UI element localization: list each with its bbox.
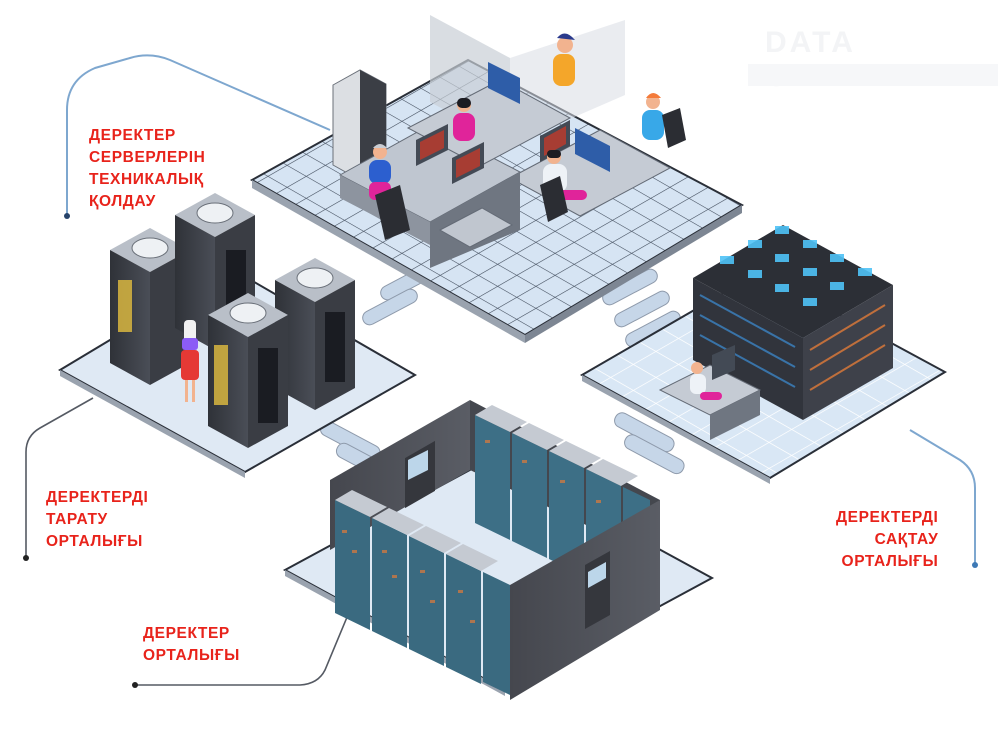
label-line: ТАРАТУ <box>46 511 108 528</box>
label-line: ОРТАЛЫҒЫ <box>143 647 240 664</box>
label-line: САҚТАУ <box>874 531 939 548</box>
server-rack-icon <box>208 293 288 448</box>
label-line: ДЕРЕКТЕР <box>143 625 230 642</box>
label-distribution-center: ДЕРЕКТЕРДІ ТАРАТУ ОРТАЛЫҒЫ <box>46 487 148 553</box>
label-line: ОРТАЛЫҒЫ <box>46 533 143 550</box>
label-technical-support: ДЕРЕКТЕР СЕРВЕРЛЕРІН ТЕХНИКАЛЫҚ ҚОЛДАУ <box>89 125 205 213</box>
person-icon <box>453 98 475 141</box>
label-line: ОРТАЛЫҒЫ <box>841 553 939 570</box>
label-line: ДЕРЕКТЕР <box>89 127 176 144</box>
rack-row-front <box>335 500 510 695</box>
label-line: ДЕРЕКТЕРДІ <box>46 489 149 506</box>
watermark-bar <box>748 64 998 86</box>
label-line: ҚОЛДАУ <box>89 193 156 210</box>
server-rack-icon <box>110 228 190 385</box>
connector-storage <box>909 429 978 568</box>
person-icon <box>690 362 722 400</box>
server-rack-icon <box>275 258 355 410</box>
person-icon <box>553 33 575 86</box>
connector-center <box>132 609 351 688</box>
person-icon <box>642 93 664 140</box>
storage-center-zone <box>579 225 948 484</box>
data-center-room-zone <box>282 400 715 700</box>
label-data-center: ДЕРЕКТЕР ОРТАЛЫҒЫ <box>143 623 240 667</box>
connector-support <box>64 54 331 219</box>
label-line: ТЕХНИКАЛЫҚ <box>89 171 204 188</box>
support-office-zone <box>249 15 745 343</box>
label-line: ДЕРЕКТЕРДІ <box>836 509 939 526</box>
person-icon <box>181 320 199 402</box>
connector-distribution <box>23 397 94 561</box>
distribution-center-zone <box>57 193 418 478</box>
label-storage-center: ДЕРЕКТЕРДІ САҚТАУ ОРТАЛЫҒЫ <box>836 507 938 573</box>
label-line: СЕРВЕРЛЕРІН <box>89 149 206 166</box>
